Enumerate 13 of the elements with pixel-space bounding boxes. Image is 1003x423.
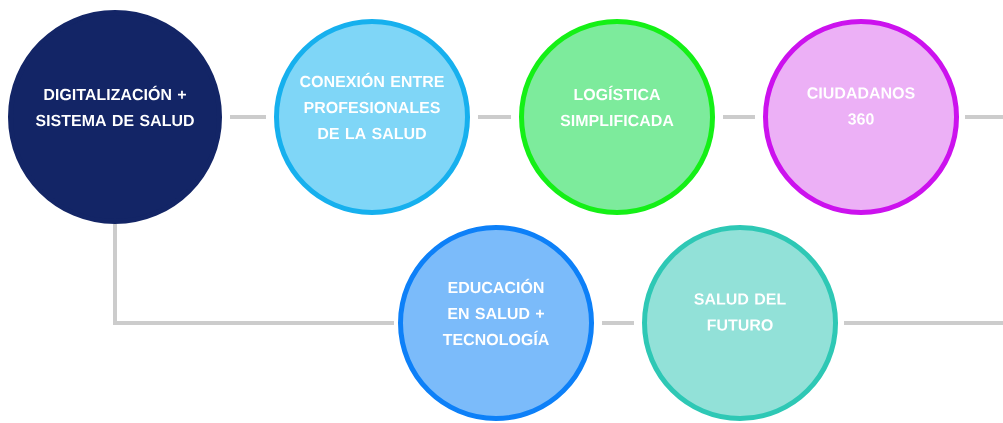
connector-line [602, 321, 634, 325]
connector-line [230, 115, 266, 119]
circle-node: CIUDADANOS 360 [763, 19, 959, 215]
connector-line [723, 115, 755, 119]
circle-node: EDUCACIÓN EN SALUD + TECNOLOGÍA [398, 225, 594, 421]
circle-node: DIGITALIZACIÓN + SISTEMA DE SALUD [8, 10, 222, 224]
connector-line [478, 115, 511, 119]
connector-line [113, 224, 394, 325]
connector-line [965, 115, 1003, 119]
circle-node: CONEXIÓN ENTRE PROFESIONALES DE LA SALUD [274, 19, 470, 215]
circle-node: SALUD DEL FUTURO [642, 225, 838, 421]
connector-line [844, 321, 1003, 325]
circle-node: LOGÍSTICA SIMPLIFICADA [519, 19, 715, 215]
